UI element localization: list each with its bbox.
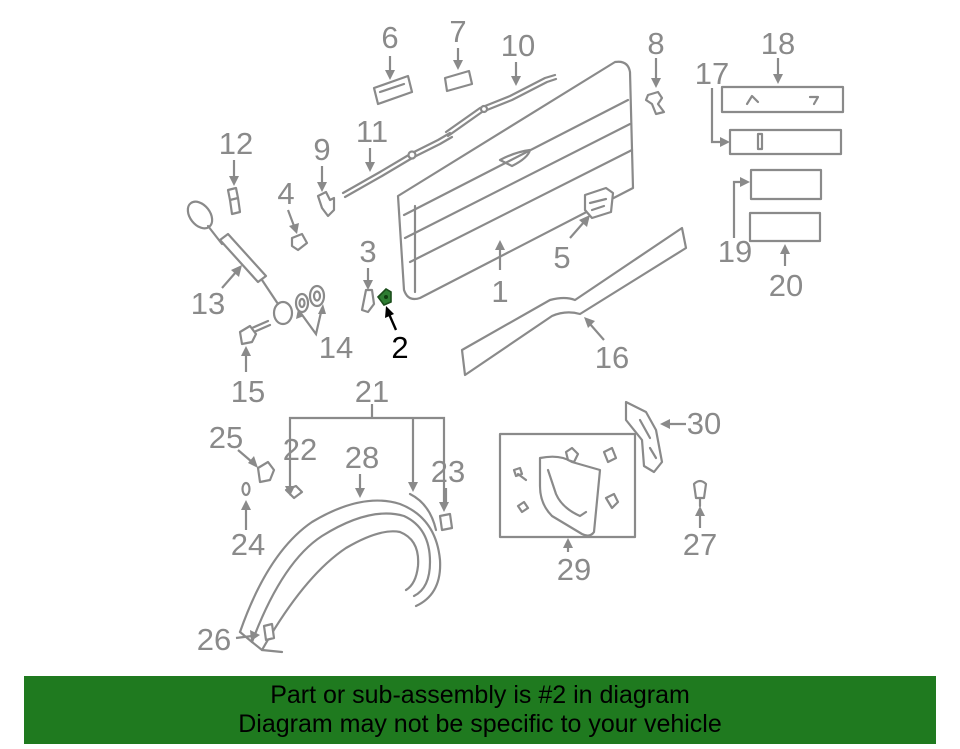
callout-10: 10 — [501, 28, 535, 63]
part-5-handle — [583, 186, 615, 220]
part-30-bracket — [624, 400, 664, 474]
callout-9: 9 — [313, 132, 330, 167]
part-29-kit — [498, 432, 637, 539]
part-12 — [226, 186, 242, 216]
part-9 — [316, 190, 336, 218]
leader-lines — [221, 48, 790, 641]
part-16-molding — [460, 226, 688, 377]
callout-18: 18 — [761, 26, 795, 61]
callout-2: 2 — [391, 330, 408, 365]
callout-15: 15 — [231, 374, 265, 409]
part-3 — [360, 288, 376, 314]
part-27-push-pin — [692, 479, 708, 508]
part-tailgate — [396, 60, 635, 301]
part-19-plate — [749, 168, 823, 201]
info-banner: Part or sub-assembly is #2 in diagram Di… — [24, 676, 936, 744]
callout-27: 27 — [683, 527, 717, 562]
part-17-plate — [728, 128, 843, 156]
callout-26: 26 — [197, 622, 231, 657]
part-11-rod — [341, 131, 454, 199]
callout-20: 20 — [769, 268, 803, 303]
part-24 — [241, 481, 251, 497]
callout-3: 3 — [359, 234, 376, 269]
part-15-bolt — [238, 319, 272, 346]
part-7 — [443, 69, 474, 93]
callout-4: 4 — [277, 176, 294, 211]
callout-13: 13 — [191, 286, 225, 321]
callout-labels: 1 2 3 4 5 6 7 8 9 10 11 12 13 14 15 16 1… — [191, 14, 803, 657]
callout-21: 21 — [355, 374, 389, 409]
callout-19: 19 — [718, 234, 752, 269]
part-18-plate — [720, 85, 845, 114]
part-26 — [262, 622, 276, 642]
callout-8: 8 — [647, 26, 664, 61]
part-14-washers — [294, 284, 326, 314]
part-13-cable — [186, 200, 294, 326]
part-20-plate — [748, 211, 822, 243]
callout-30: 30 — [687, 406, 721, 441]
callout-28: 28 — [345, 440, 379, 475]
part-6 — [372, 74, 414, 106]
callout-25: 25 — [209, 420, 243, 455]
banner-line-2: Diagram may not be specific to your vehi… — [238, 710, 722, 738]
callout-17: 17 — [695, 56, 729, 91]
callout-24: 24 — [231, 527, 265, 562]
callout-12: 12 — [219, 126, 253, 161]
part-8 — [644, 90, 666, 116]
callout-7: 7 — [449, 14, 466, 49]
part-4 — [290, 232, 309, 252]
callout-14: 14 — [319, 330, 353, 365]
callout-22: 22 — [283, 432, 317, 467]
parts-diagram: 1 2 3 4 5 6 7 8 9 10 11 12 13 14 15 16 1… — [186, 14, 845, 657]
banner-line-1: Part or sub-assembly is #2 in diagram — [270, 681, 690, 709]
part-25 — [256, 460, 276, 484]
part-28-fender-flare — [238, 492, 442, 654]
callout-5: 5 — [553, 240, 570, 275]
part-10-rod — [444, 73, 558, 138]
callout-11: 11 — [356, 114, 388, 149]
callout-23: 23 — [431, 454, 465, 489]
callout-1: 1 — [491, 274, 508, 309]
callout-16: 16 — [595, 340, 629, 375]
callout-29: 29 — [557, 552, 591, 587]
part-23 — [438, 512, 454, 532]
part-2-highlighted — [376, 287, 392, 306]
callout-6: 6 — [381, 20, 398, 55]
